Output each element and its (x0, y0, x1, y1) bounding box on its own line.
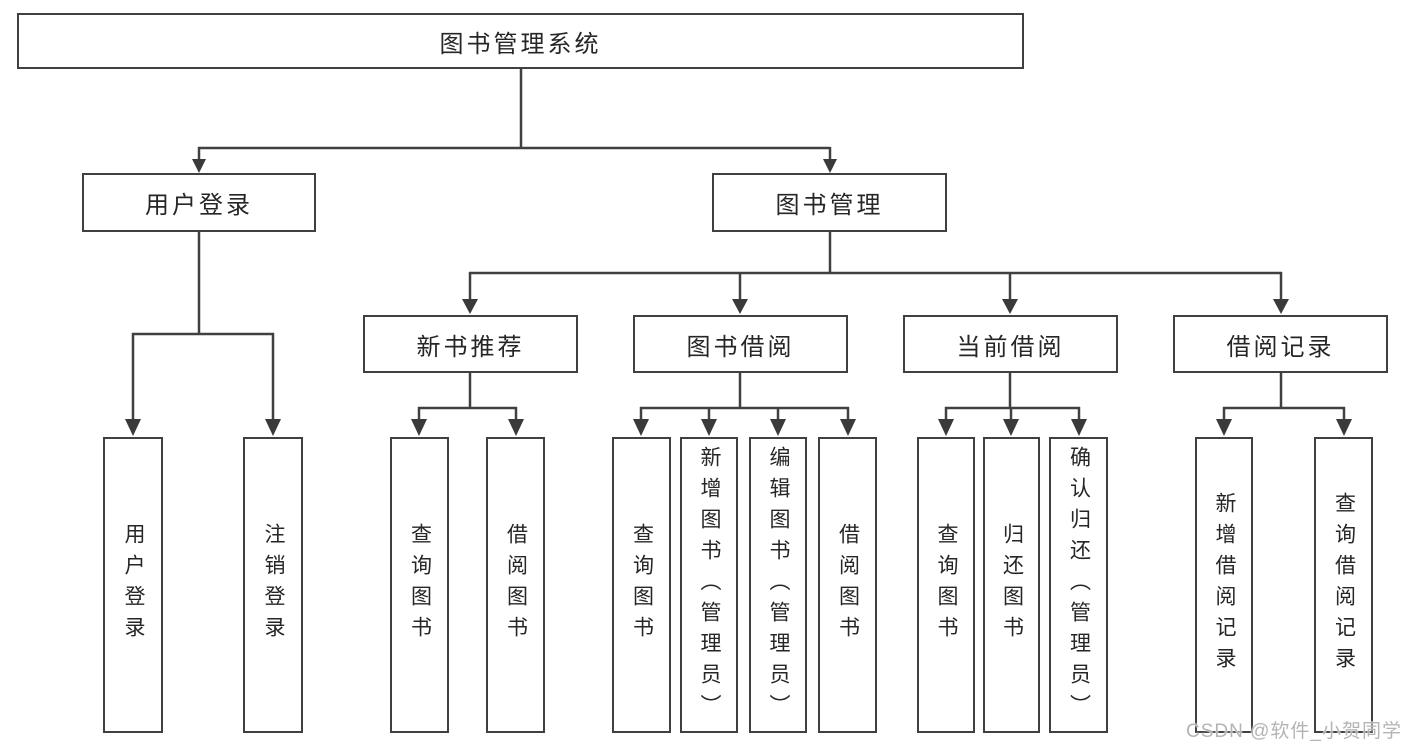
node-book-management: 图书管理 (712, 173, 947, 232)
node-user-login: 用户登录 (82, 173, 316, 232)
node-borrow-records: 借阅记录 (1173, 315, 1388, 373)
watermark: CSDN @软件_小贺同学 (1186, 721, 1402, 742)
leaf-query-book-borrow: 查询图书 (612, 437, 671, 733)
leaf-borrow-book: 借阅图书 (818, 437, 877, 733)
leaf-add-borrow-record: 新增借阅记录 (1195, 437, 1253, 733)
leaf-logout: 注销登录 (243, 437, 303, 733)
node-current-borrow: 当前借阅 (903, 315, 1118, 373)
leaf-add-book-admin: 新增图书（管理员） (680, 437, 738, 733)
node-book-borrow: 图书借阅 (633, 315, 848, 373)
leaf-query-book-current: 查询图书 (917, 437, 975, 733)
node-root: 图书管理系统 (17, 13, 1024, 69)
leaf-query-borrow-record: 查询借阅记录 (1314, 437, 1373, 733)
leaf-user-login: 用户登录 (103, 437, 163, 733)
leaf-edit-book-admin: 编辑图书（管理员） (749, 437, 807, 733)
leaf-return-book: 归还图书 (983, 437, 1040, 733)
leaf-borrow-book-recommend: 借阅图书 (486, 437, 545, 733)
leaf-confirm-return-admin: 确认归还（管理员） (1049, 437, 1108, 733)
leaf-query-book-recommend: 查询图书 (390, 437, 449, 733)
node-new-book-recommend: 新书推荐 (363, 315, 578, 373)
